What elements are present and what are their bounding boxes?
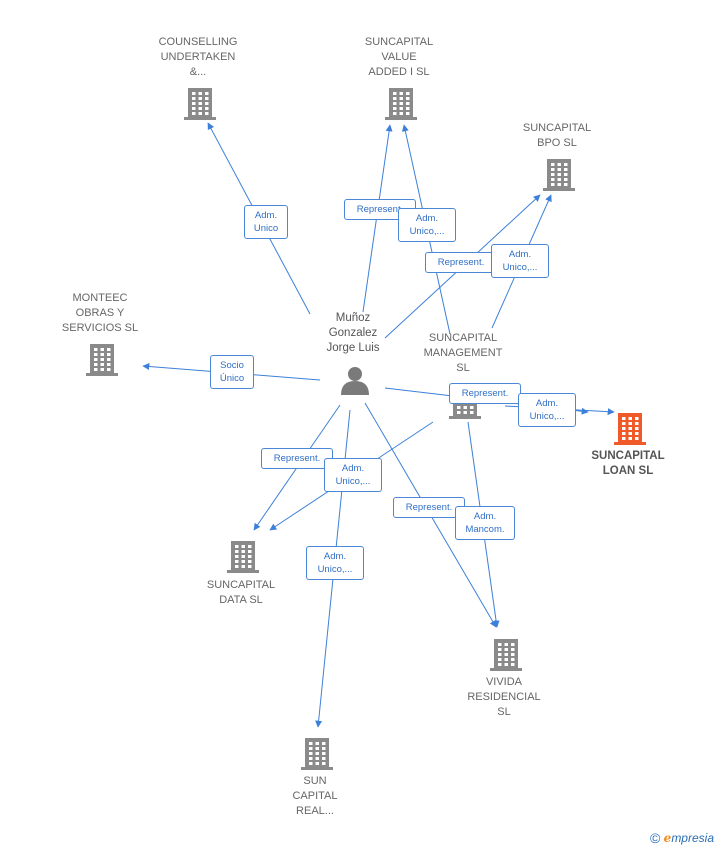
node-label-suncapital-data[interactable]: SUNCAPITAL DATA SL [166,578,316,608]
edge-label-line: Adm. [473,511,497,522]
building-icon[interactable] [385,88,417,120]
edge-label-line: Adm. [508,249,532,260]
icons-layer [86,88,646,770]
node-label-suncapital-bpo[interactable]: SUNCAPITAL BPO SL [482,121,632,151]
node-label-counselling[interactable]: COUNSELLING UNDERTAKEN &... [123,35,273,80]
node-label-line: SUNCAPITAL [591,450,665,462]
edge-label-line: Represent. [273,453,321,464]
edge-label-line: Unico,... [502,262,538,273]
node-label-line: REAL... [296,805,334,817]
node-label-line: COUNSELLING [158,36,238,48]
node-label-line: Jorge Luis [326,342,380,354]
node-label-vivida-residencial[interactable]: VIVIDA RESIDENCIAL SL [429,675,579,720]
edge-label-line: Único [219,373,245,384]
node-label-suncapital-management[interactable]: SUNCAPITAL MANAGEMENT SL [388,331,538,376]
empresia-brand: © empresia [650,830,714,846]
edge-label-line: Socio [220,360,244,371]
node-label-suncapital-value-added[interactable]: SUNCAPITAL VALUE ADDED I SL [324,35,474,80]
edge-label-line: Unico [253,223,279,234]
edge-label[interactable]: Adm. Unico [244,205,288,239]
edge-label-line: Represent. [437,257,485,268]
building-icon[interactable] [614,413,646,445]
node-label-line: SUN [303,775,327,787]
building-icon[interactable] [227,541,259,573]
edge-label-line: Adm. [535,398,559,409]
edge-label-line: Represent. [356,204,404,215]
node-label-suncapital-loan[interactable]: SUNCAPITAL LOAN SL [553,449,703,479]
node-label-line: DATA SL [219,594,263,606]
edge-label[interactable]: Adm. Mancom. [455,506,515,540]
edge-label[interactable]: Adm. Unico,... [306,546,364,580]
node-label-line: &... [189,66,207,78]
building-icon[interactable] [86,344,118,376]
node-label-line: Gonzalez [328,327,378,339]
node-label-line: ADDED I SL [368,66,430,78]
node-label-line: UNDERTAKEN [160,51,236,63]
building-icon[interactable] [543,159,575,191]
node-label-line: OBRAS Y [75,307,125,319]
node-label-line: SUNCAPITAL [428,332,498,344]
edge-label[interactable]: Adm. Unico,... [491,244,549,278]
edge-label-line: Adm. [323,551,347,562]
node-label-line: SL [497,706,511,718]
edge-label-line: Unico,... [335,476,371,487]
building-icon[interactable] [301,738,333,770]
edge-label[interactable]: Adm. Unico,... [398,208,456,242]
building-icon[interactable] [184,88,216,120]
node-label-monteec[interactable]: MONTEEC OBRAS Y SERVICIOS SL [25,291,175,336]
edge-label[interactable]: Adm. Unico,... [324,458,382,492]
node-label-line: Muñoz [335,312,371,324]
edge-label-line: Represent. [461,388,509,399]
node-label-line: MONTEEC [72,292,128,304]
edge-label-line: Unico,... [317,564,353,575]
edge-label-line: Represent. [405,502,453,513]
node-label-line: MANAGEMENT [423,347,503,359]
edge-label[interactable]: Represent. [393,497,465,518]
edge-label[interactable]: Represent. [425,252,497,273]
edge-label-line: Adm. [254,210,278,221]
building-icon[interactable] [490,639,522,671]
node-label-line: SERVICIOS SL [61,322,139,334]
edge-label[interactable]: Represent. [449,383,521,404]
node-label-line: VIVIDA [485,676,523,688]
node-label-sun-capital-real[interactable]: SUN CAPITAL REAL... [240,774,390,819]
node-label-line: BPO SL [537,137,577,149]
empresia-logo-text: mpresia [671,831,714,845]
empresia-logo-initial: e [663,831,672,845]
node-label-line: SUNCAPITAL [522,122,592,134]
edge-label-line: Adm. [341,463,365,474]
edge-label[interactable]: Adm. Unico,... [518,393,576,427]
node-label-line: SL [456,362,470,374]
node-label-line: RESIDENCIAL [467,691,541,703]
node-label-line: VALUE [381,51,417,63]
node-label-line: SUNCAPITAL [364,36,434,48]
node-label-line: CAPITAL [292,790,338,802]
edge-label-line: Adm. [415,213,439,224]
node-label-line: SUNCAPITAL [206,579,276,591]
edge-label-line: Unico,... [529,411,565,422]
person-icon[interactable] [341,367,369,395]
edge-label-line: Unico,... [409,226,445,237]
node-label-line: LOAN SL [602,465,654,477]
edge-label-line: Mancom. [465,524,505,535]
copyright-icon: © [650,830,661,846]
edge-label[interactable]: Represent. [261,448,333,469]
